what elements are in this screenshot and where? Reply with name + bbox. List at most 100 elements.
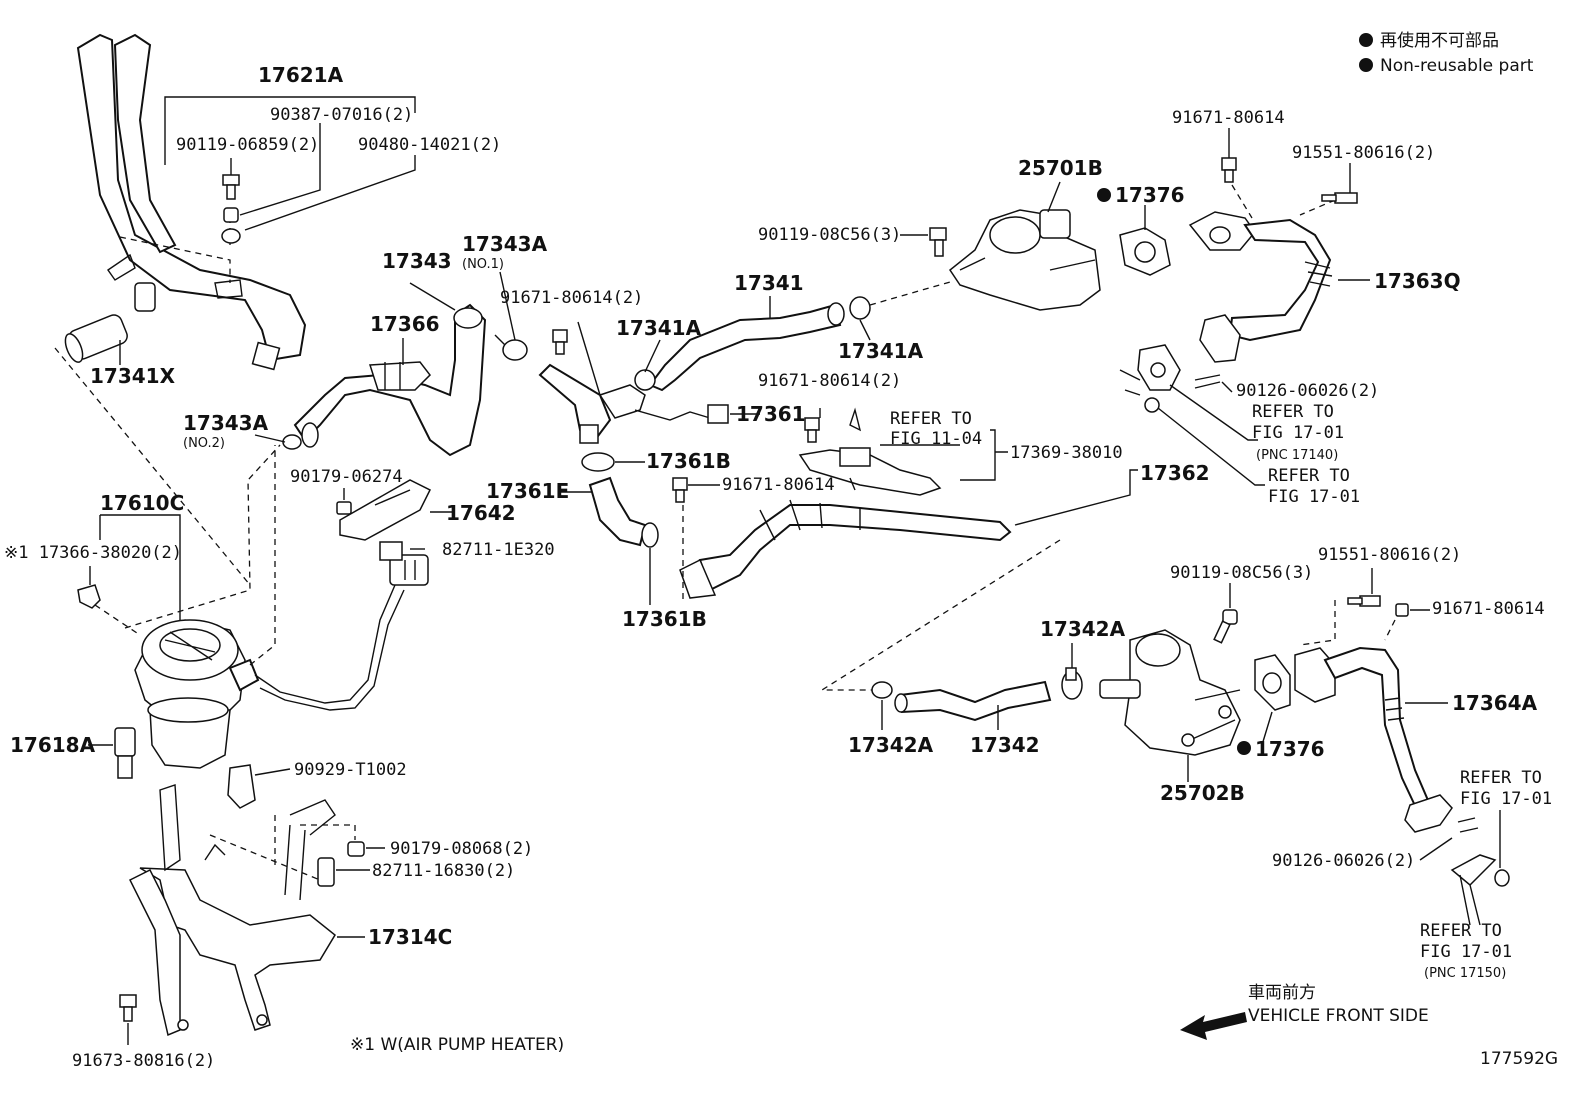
non-reusable-marker-icon (1359, 33, 1373, 47)
bolt-91671-80614-top (1221, 157, 1237, 183)
clamp-17342A-left (871, 681, 893, 699)
label-17376-top: 17376 (1115, 183, 1185, 207)
label-17341X: 17341X (90, 364, 176, 388)
pipe-17364A (1294, 646, 1453, 833)
gasket-17376-top (1119, 227, 1171, 276)
bolt-91551-80616-bot (1347, 595, 1381, 607)
clamp-17341A-top (634, 369, 656, 391)
clamp-17341A-bot (849, 296, 871, 320)
nut-90179-08068 (347, 841, 365, 857)
label-17361B-bot: 17361B (622, 607, 707, 631)
hose-17342 (894, 680, 1052, 722)
label-90126-06026-top: 90126-06026(2) (1236, 381, 1379, 401)
label-91551-80616-bot: 91551-80616(2) (1318, 545, 1461, 565)
label-17343A-no2: 17343A (183, 411, 269, 435)
label-figure-id: 177592G (1480, 1049, 1558, 1069)
legend: 再使用不可部品 Non-reusable part (1359, 30, 1534, 76)
label-90126-06026-bot: 90126-06026(2) (1272, 851, 1415, 871)
label-90387: 90387-07016(2) (270, 105, 413, 125)
clamp-17361B-bot (641, 522, 659, 548)
label-17610C: 17610C (100, 491, 184, 515)
label-17342A-top: 17342A (1040, 617, 1126, 641)
gasket-17376-bot (1254, 654, 1291, 711)
label-17314C: 17314C (368, 925, 452, 949)
label-91551-80616-top: 91551-80616(2) (1292, 143, 1435, 163)
bolt-91671-80614-c (672, 477, 688, 503)
label-17343A-no1: 17343A (462, 232, 548, 256)
label-refer1701-a1: REFER TO (1252, 402, 1334, 422)
vehicle-front-arrow-icon (1180, 1012, 1247, 1040)
clamp-17343A-no2 (282, 434, 302, 450)
flange-bot (1450, 854, 1497, 887)
air-switching-valve-25701B (948, 209, 1101, 311)
non-reusable-marker-icon (1097, 188, 1111, 202)
label-17621A: 17621A (258, 63, 344, 87)
bolt-91671-80614-2b (804, 417, 820, 443)
bolt-90119-06859 (222, 174, 240, 200)
label-90480: 90480-14021(2) (358, 135, 501, 155)
label-no1: (NO.1) (462, 257, 504, 272)
valve-17361 (538, 363, 729, 444)
label-front-en: VEHICLE FRONT SIDE (1248, 1006, 1429, 1026)
connector-82711-1E320 (379, 541, 429, 586)
bolt-90119-08C56-top (929, 227, 947, 257)
label-refer1701-d2: FIG 17-01 (1420, 942, 1512, 962)
label-91673: 91673-80816(2) (72, 1051, 215, 1071)
legend-jp: 再使用不可部品 (1380, 30, 1499, 51)
legend-en: Non-reusable part (1380, 56, 1534, 76)
label-90119-08C56-bot: 90119-08C56(3) (1170, 563, 1313, 583)
label-front-jp: 車両前方 (1248, 983, 1316, 1003)
label-90929: 90929-T1002 (294, 760, 407, 780)
label-pnc17140: (PNC 17140) (1256, 448, 1338, 463)
label-17366: 17366 (370, 312, 440, 336)
label-17341A-bot: 17341A (838, 339, 924, 363)
label-refer1701-a2: FIG 17-01 (1252, 423, 1344, 443)
label-17361E: 17361E (486, 479, 569, 503)
label-refer1701-b1: REFER TO (1268, 466, 1350, 486)
bolt-91671-80614-2a (552, 329, 568, 355)
label-pnc17150: (PNC 17150) (1424, 966, 1506, 981)
label-17364A: 17364A (1452, 691, 1538, 715)
nut-90179-06274 (336, 501, 352, 515)
bracket-17362 (679, 558, 717, 599)
bracket-17369 (798, 447, 942, 496)
label-17376-bot: 17376 (1255, 737, 1325, 761)
label-17361B-top: 17361B (646, 449, 731, 473)
clamp-17343A-no1 (494, 334, 528, 361)
label-91671-80614-2b: 91671-80614(2) (758, 371, 901, 391)
label-refer1104-a: REFER TO (890, 409, 972, 429)
label-90179-08068: 90179-08068(2) (390, 839, 533, 859)
hose-17341 (648, 302, 845, 392)
sensor-17618A (114, 727, 136, 779)
label-82711-16830: 82711-16830(2) (372, 861, 515, 881)
label-17342A-bot: 17342A (848, 733, 934, 757)
pipe-17363Q (1188, 211, 1333, 363)
label-refer1104-b: FIG 11-04 (890, 429, 982, 449)
label-refer1701-c1: REFER TO (1460, 768, 1542, 788)
label-no2: (NO.2) (183, 436, 225, 451)
label-17341: 17341 (734, 271, 804, 295)
label-17342: 17342 (970, 733, 1040, 757)
label-90179-06274: 90179-06274 (290, 467, 403, 487)
bolt-91671-80614-bot (1395, 603, 1409, 617)
clip-17366-38020 (77, 584, 101, 609)
label-91671-80614-c: 91671-80614 (722, 475, 835, 495)
label-90119-06859: 90119-06859(2) (176, 135, 319, 155)
bracket-17314C (128, 784, 336, 1037)
bolt-90119-08C56-bot (1213, 609, 1238, 644)
hose-17361E (588, 476, 647, 547)
hose-17341X (64, 314, 128, 363)
label-17343: 17343 (382, 249, 452, 273)
non-reusable-marker-icon (1359, 58, 1373, 72)
air-switching-valve-25702B (1099, 629, 1241, 756)
label-17341A-top: 17341A (616, 316, 702, 340)
label-refer1701-d1: REFER TO (1420, 921, 1502, 941)
connector-82711-16830 (317, 857, 335, 887)
label-91671-80614-2a: 91671-80614(2) (500, 288, 643, 308)
label-25702B: 25702B (1160, 781, 1245, 805)
label-25701B: 25701B (1018, 156, 1103, 180)
non-reusable-marker-icon (1237, 741, 1251, 755)
labels: 17621A 90387-07016(2) 90119-06859(2) 904… (4, 63, 1558, 1071)
hose-17362 (698, 499, 1012, 592)
